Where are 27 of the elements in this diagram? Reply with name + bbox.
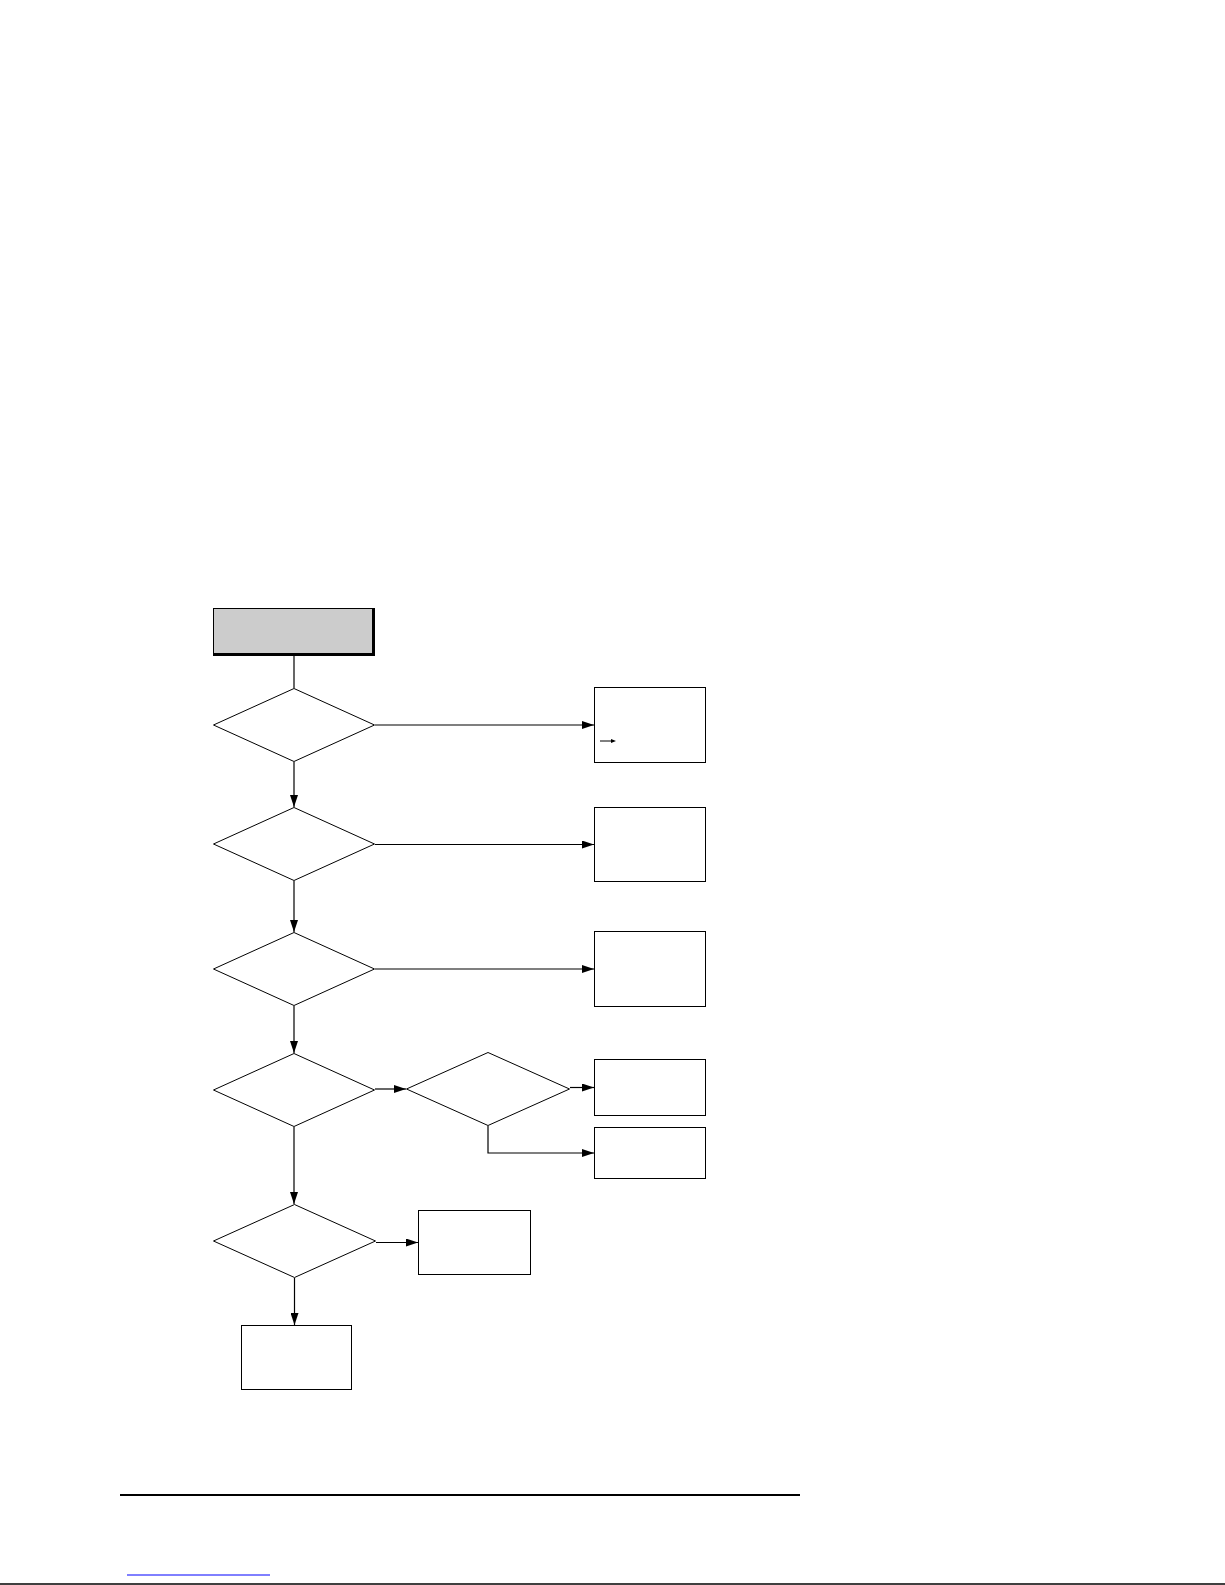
process-box [594,1127,706,1179]
process-box [418,1210,531,1275]
arrow [290,1005,298,1054]
arrow [374,840,595,849]
connector-line [293,655,295,689]
start-box [213,608,375,656]
process-box [594,1059,706,1116]
decision-diamond [213,1053,375,1127]
decision-diamond [406,1052,570,1126]
decision-diamond [213,932,375,1006]
process-box [594,807,706,882]
arrow [290,1277,299,1326]
arrow [569,1083,595,1092]
decision-diamond [213,688,375,762]
process-box [241,1325,352,1390]
decision-diamond [213,1204,376,1278]
arrow [374,1085,407,1093]
arrow [487,1125,595,1157]
arrow [290,1126,298,1205]
arrow [290,761,298,808]
arrow [290,880,298,933]
process-box [594,687,706,763]
arrow [375,1238,419,1247]
decision-diamond [213,807,375,881]
arrow [374,965,595,973]
process-box [594,931,706,1007]
arrow [374,721,595,729]
